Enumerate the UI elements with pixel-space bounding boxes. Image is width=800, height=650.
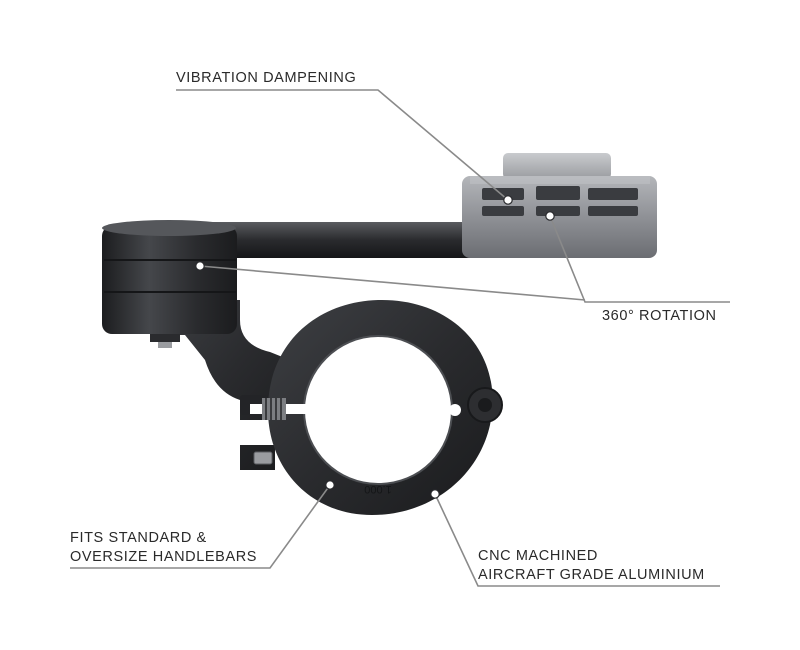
spring-bolt bbox=[262, 398, 286, 420]
leader-rotation bbox=[549, 215, 730, 303]
dampening-slots bbox=[482, 186, 638, 216]
clamp-neck bbox=[150, 300, 290, 470]
callout-leaders bbox=[70, 89, 730, 587]
callout-material-line1: CNC MACHINED bbox=[478, 548, 598, 564]
callout-rotation-label: 360° ROTATION bbox=[602, 308, 717, 324]
marker-rotation-hub bbox=[195, 261, 205, 271]
callout-handlebars-line1: FITS STANDARD & bbox=[70, 530, 207, 546]
leader-material bbox=[434, 493, 720, 587]
leader-rotation-hub bbox=[199, 265, 586, 301]
callout-handlebars-line2: OVERSIZE HANDLEBARS bbox=[70, 549, 257, 565]
head-tab bbox=[503, 153, 611, 179]
marker-material bbox=[430, 489, 440, 499]
callout-vibration-label: VIBRATION DAMPENING bbox=[176, 70, 356, 86]
mount-illustration: 1.000 bbox=[102, 153, 657, 515]
clamp-hinge-pin bbox=[478, 398, 492, 412]
ring-notch bbox=[449, 404, 461, 416]
mounting-head bbox=[462, 153, 657, 258]
callout-material-line2: AIRCRAFT GRADE ALUMINIUM bbox=[478, 567, 705, 583]
leader-handlebars bbox=[70, 484, 331, 569]
marker-vibration bbox=[503, 195, 513, 205]
marker-handlebars bbox=[325, 480, 335, 490]
clamp-ring-rim bbox=[302, 334, 454, 486]
ring-engraving: 1.000 bbox=[364, 483, 392, 495]
bottom-bolt bbox=[253, 451, 273, 465]
marker-rotation-head bbox=[545, 211, 555, 221]
callout-markers bbox=[195, 195, 555, 499]
leader-vibration bbox=[176, 89, 509, 201]
pivot-hub bbox=[102, 220, 237, 348]
